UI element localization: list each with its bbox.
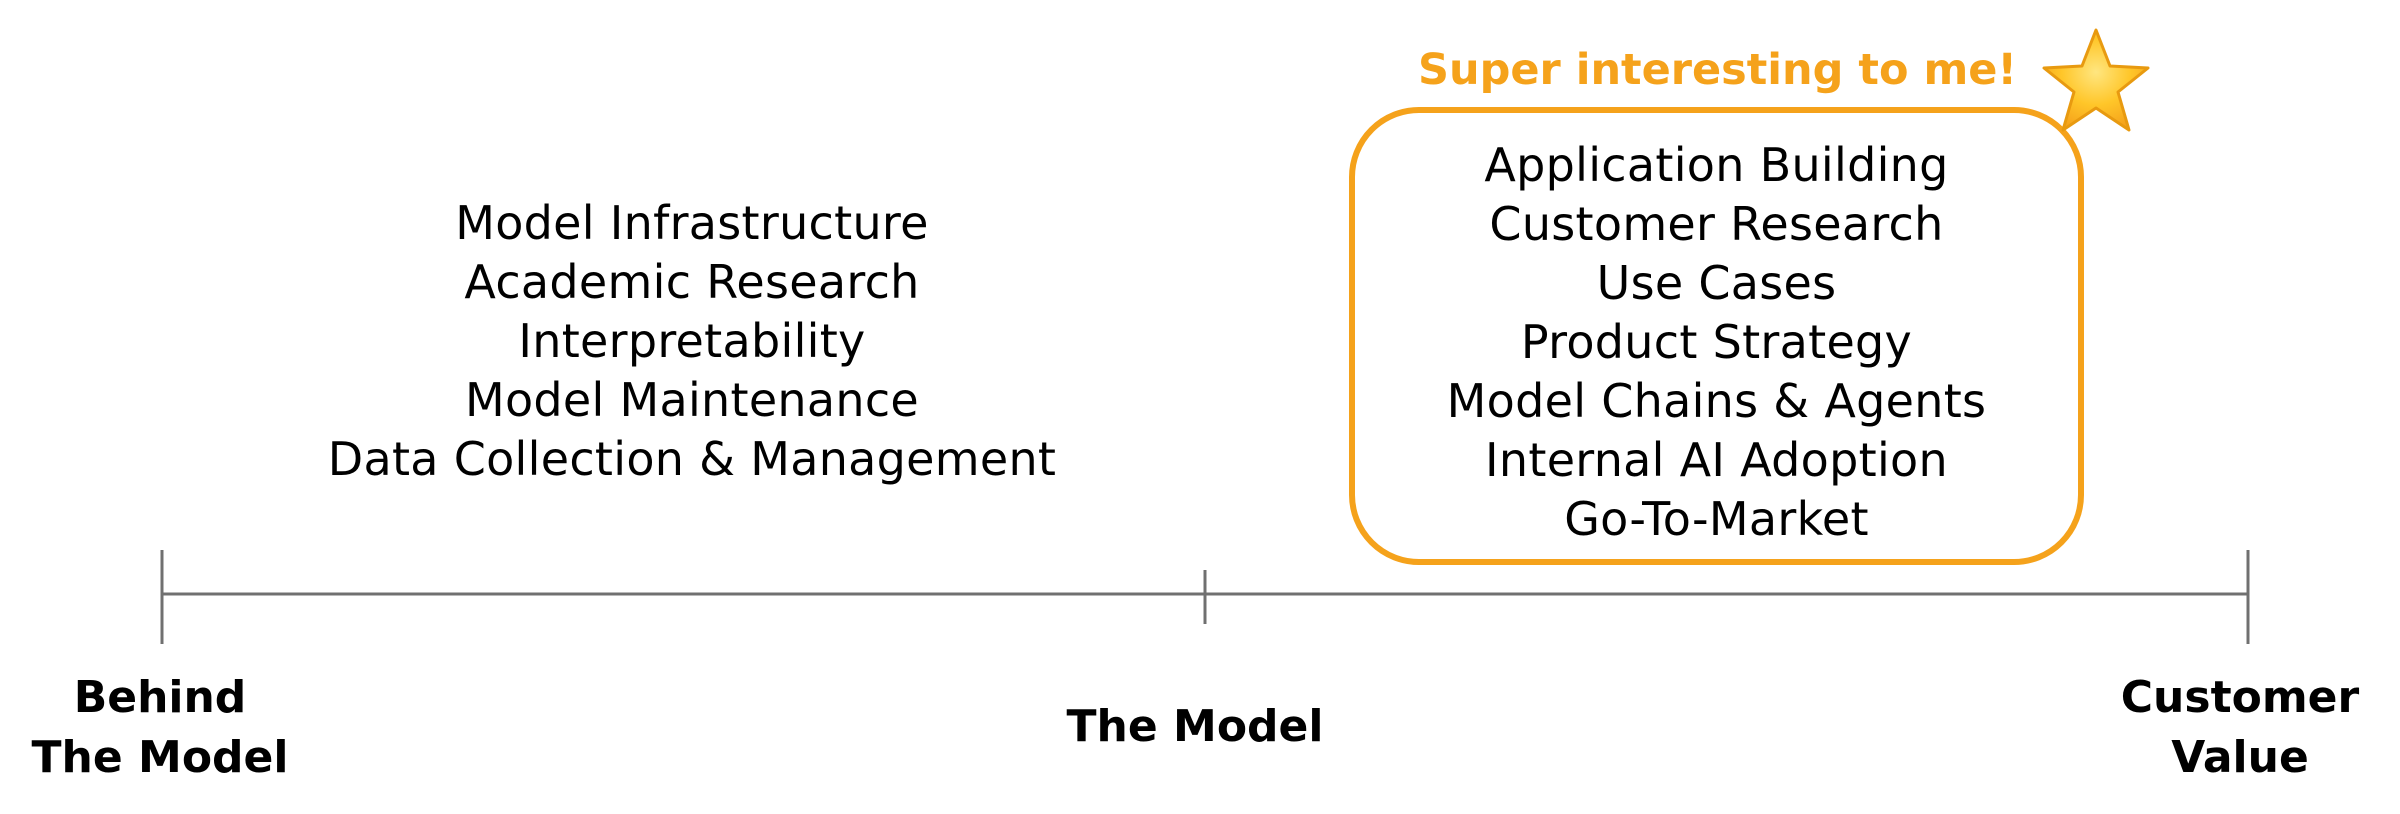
- list-item: Go-To-Market: [1564, 492, 1869, 546]
- axis-label-line: Value: [2171, 732, 2309, 783]
- list-item: Academic Research: [464, 255, 920, 309]
- highlight-box: [1349, 107, 2084, 565]
- timeline-axis: [160, 550, 2250, 644]
- list-item: Use Cases: [1596, 256, 1837, 310]
- customer-value-list: Application Building Customer Research U…: [1349, 136, 2084, 549]
- axis-label-line: Customer: [2120, 672, 2360, 723]
- list-item: Model Maintenance: [464, 373, 920, 427]
- axis-label-behind-the-model: Behind The Model: [10, 668, 310, 788]
- star-icon: [2042, 28, 2150, 132]
- list-item: Data Collection & Management: [327, 432, 1057, 486]
- callout-text: Super interesting to me!: [1418, 45, 2018, 95]
- axis-label-customer-value: Customer Value: [2090, 668, 2390, 788]
- axis-label-the-model: The Model: [1066, 701, 1324, 752]
- list-item: Product Strategy: [1520, 315, 1913, 369]
- list-item: Application Building: [1484, 138, 1949, 192]
- behind-the-model-list: Model Infrastructure Academic Research I…: [292, 194, 1092, 489]
- list-item: Interpretability: [518, 314, 866, 368]
- axis-label-line: The Model: [31, 732, 289, 783]
- list-item: Customer Research: [1489, 197, 1944, 251]
- list-item: Internal AI Adoption: [1485, 433, 1948, 487]
- list-item: Model Infrastructure: [455, 196, 929, 250]
- axis-label-line: Behind: [73, 672, 247, 723]
- list-item: Model Chains & Agents: [1446, 374, 1987, 428]
